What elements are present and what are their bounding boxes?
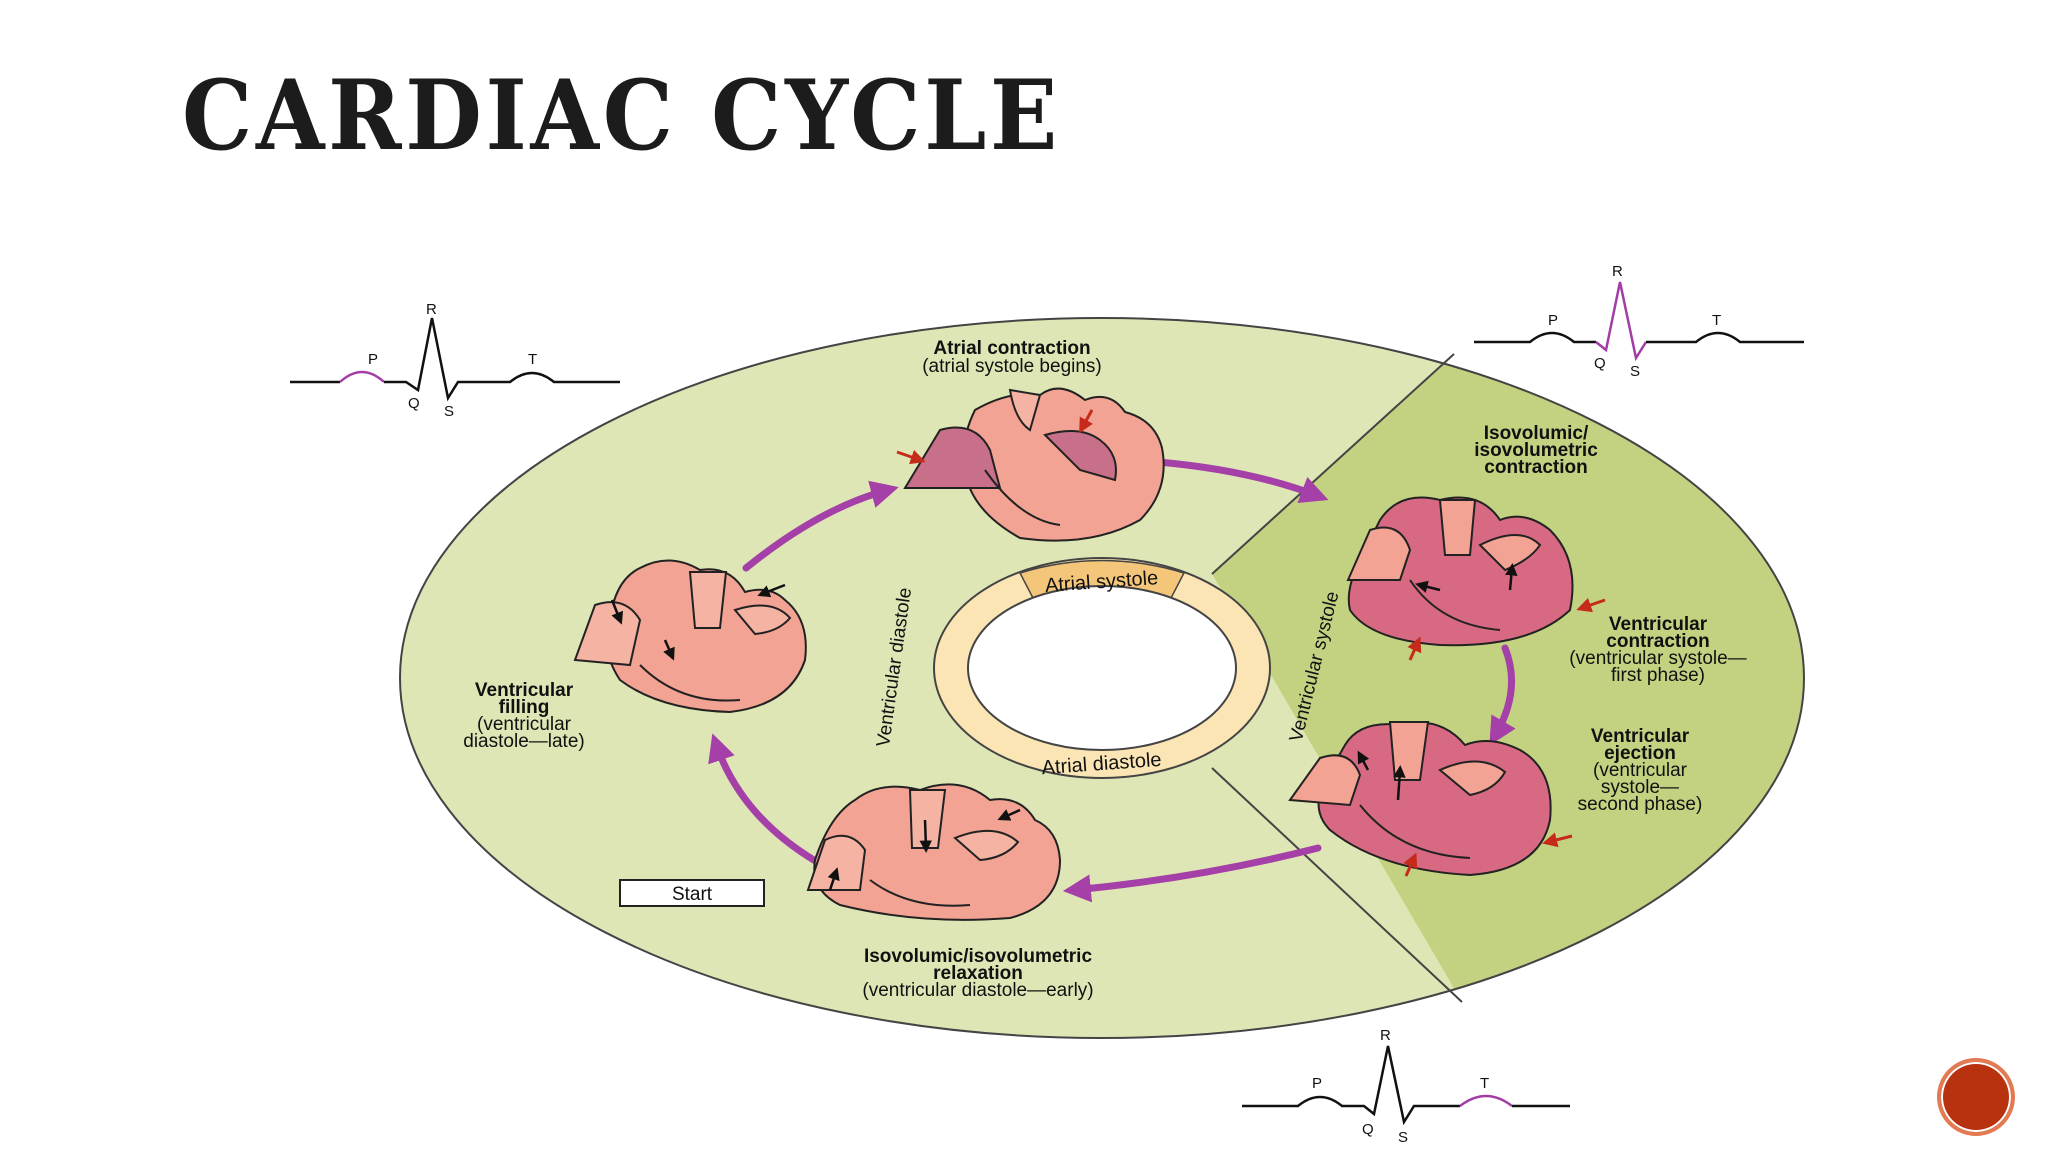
arrow-contraction-to-ejection: [1489, 644, 1516, 746]
isovolumic-relaxation-line3: (ventricular diastole—early): [862, 980, 1093, 1001]
ecg-s-label: S: [1398, 1129, 1408, 1146]
ecg-t-label: T: [1712, 312, 1721, 329]
arrow-atrial-to-isovolumic: [1154, 458, 1329, 504]
ecg-s-label: S: [444, 403, 454, 420]
cycle-arrows: [708, 458, 1516, 903]
ventricular-ejection-line4: systole—: [1601, 777, 1679, 798]
ventricular-contraction-line1: Ventricular: [1609, 614, 1708, 635]
ecg-q-label: Q: [408, 395, 420, 412]
ecg-p-label: P: [1548, 312, 1558, 329]
arrow-filling-to-atrial: [742, 480, 899, 572]
start-label: Start: [672, 884, 713, 905]
ventricular-ejection-line3: (ventricular: [1593, 760, 1688, 781]
ecg-r-label: R: [1380, 1027, 1391, 1044]
heart-isovolumic-relaxation: [806, 783, 1062, 921]
ecg-s-label: S: [1630, 363, 1640, 380]
ventricular-contraction-line3: (ventricular systole—: [1569, 648, 1746, 669]
ventricular-contraction-line4: first phase): [1611, 665, 1705, 686]
isovolumic-contraction-line3: contraction: [1484, 457, 1587, 478]
slide-title: CARDIAC CYCLE: [182, 59, 1062, 172]
isovolumic-contraction-line1: Isovolumic/: [1484, 423, 1589, 444]
ventricular-ejection-line5: second phase): [1578, 794, 1703, 815]
ecg-t-label: T: [1480, 1075, 1489, 1092]
ventricular-contraction-line2: contraction: [1606, 631, 1709, 652]
ecg-ventricular-contraction: P R Q S T: [1474, 263, 1804, 380]
ecg-ventricular-relaxation: P R Q S T: [1242, 1027, 1570, 1146]
ventricular-filling-line2: filling: [499, 697, 550, 718]
ecg-q-label: Q: [1362, 1121, 1374, 1138]
heart-ventricular-filling: [573, 559, 807, 714]
atrial-contraction-title: Atrial contraction: [933, 338, 1090, 359]
ecg-q-label: Q: [1594, 355, 1606, 372]
ventricular-filling-line3: (ventricular: [477, 714, 572, 735]
isovolumic-relaxation-line1: Isovolumic/isovolumetric: [864, 946, 1092, 967]
heart-ventricular-ejection: [1288, 721, 1573, 877]
arrow-relaxation-to-filling: [708, 733, 828, 870]
start-box: Start: [619, 879, 765, 907]
ventricular-filling-line4: diastole—late): [463, 731, 584, 752]
slide-nav-button[interactable]: [1937, 1058, 2015, 1136]
ventricular-ejection-line1: Ventricular: [1591, 726, 1690, 747]
ecg-t-label: T: [528, 351, 537, 368]
ecg-r-label: R: [426, 301, 437, 318]
isovolumic-relaxation-line2: relaxation: [933, 963, 1023, 984]
ventricular-filling-line1: Ventricular: [475, 680, 574, 701]
ecg-r-label: R: [1612, 263, 1623, 280]
arrow-ejection-to-relaxation: [1062, 844, 1322, 903]
ecg-p-label: P: [368, 351, 378, 368]
heart-atrial-contraction: [896, 387, 1165, 542]
heart-isovolumic-contraction: [1346, 496, 1606, 661]
ecg-p-label: P: [1312, 1075, 1322, 1092]
isovolumic-contraction-line2: isovolumetric: [1474, 440, 1598, 461]
atrial-contraction-subtitle: (atrial systole begins): [922, 356, 1102, 377]
ecg-atrial-contraction: P R Q S T: [290, 301, 620, 420]
ventricular-ejection-line2: ejection: [1604, 743, 1676, 764]
